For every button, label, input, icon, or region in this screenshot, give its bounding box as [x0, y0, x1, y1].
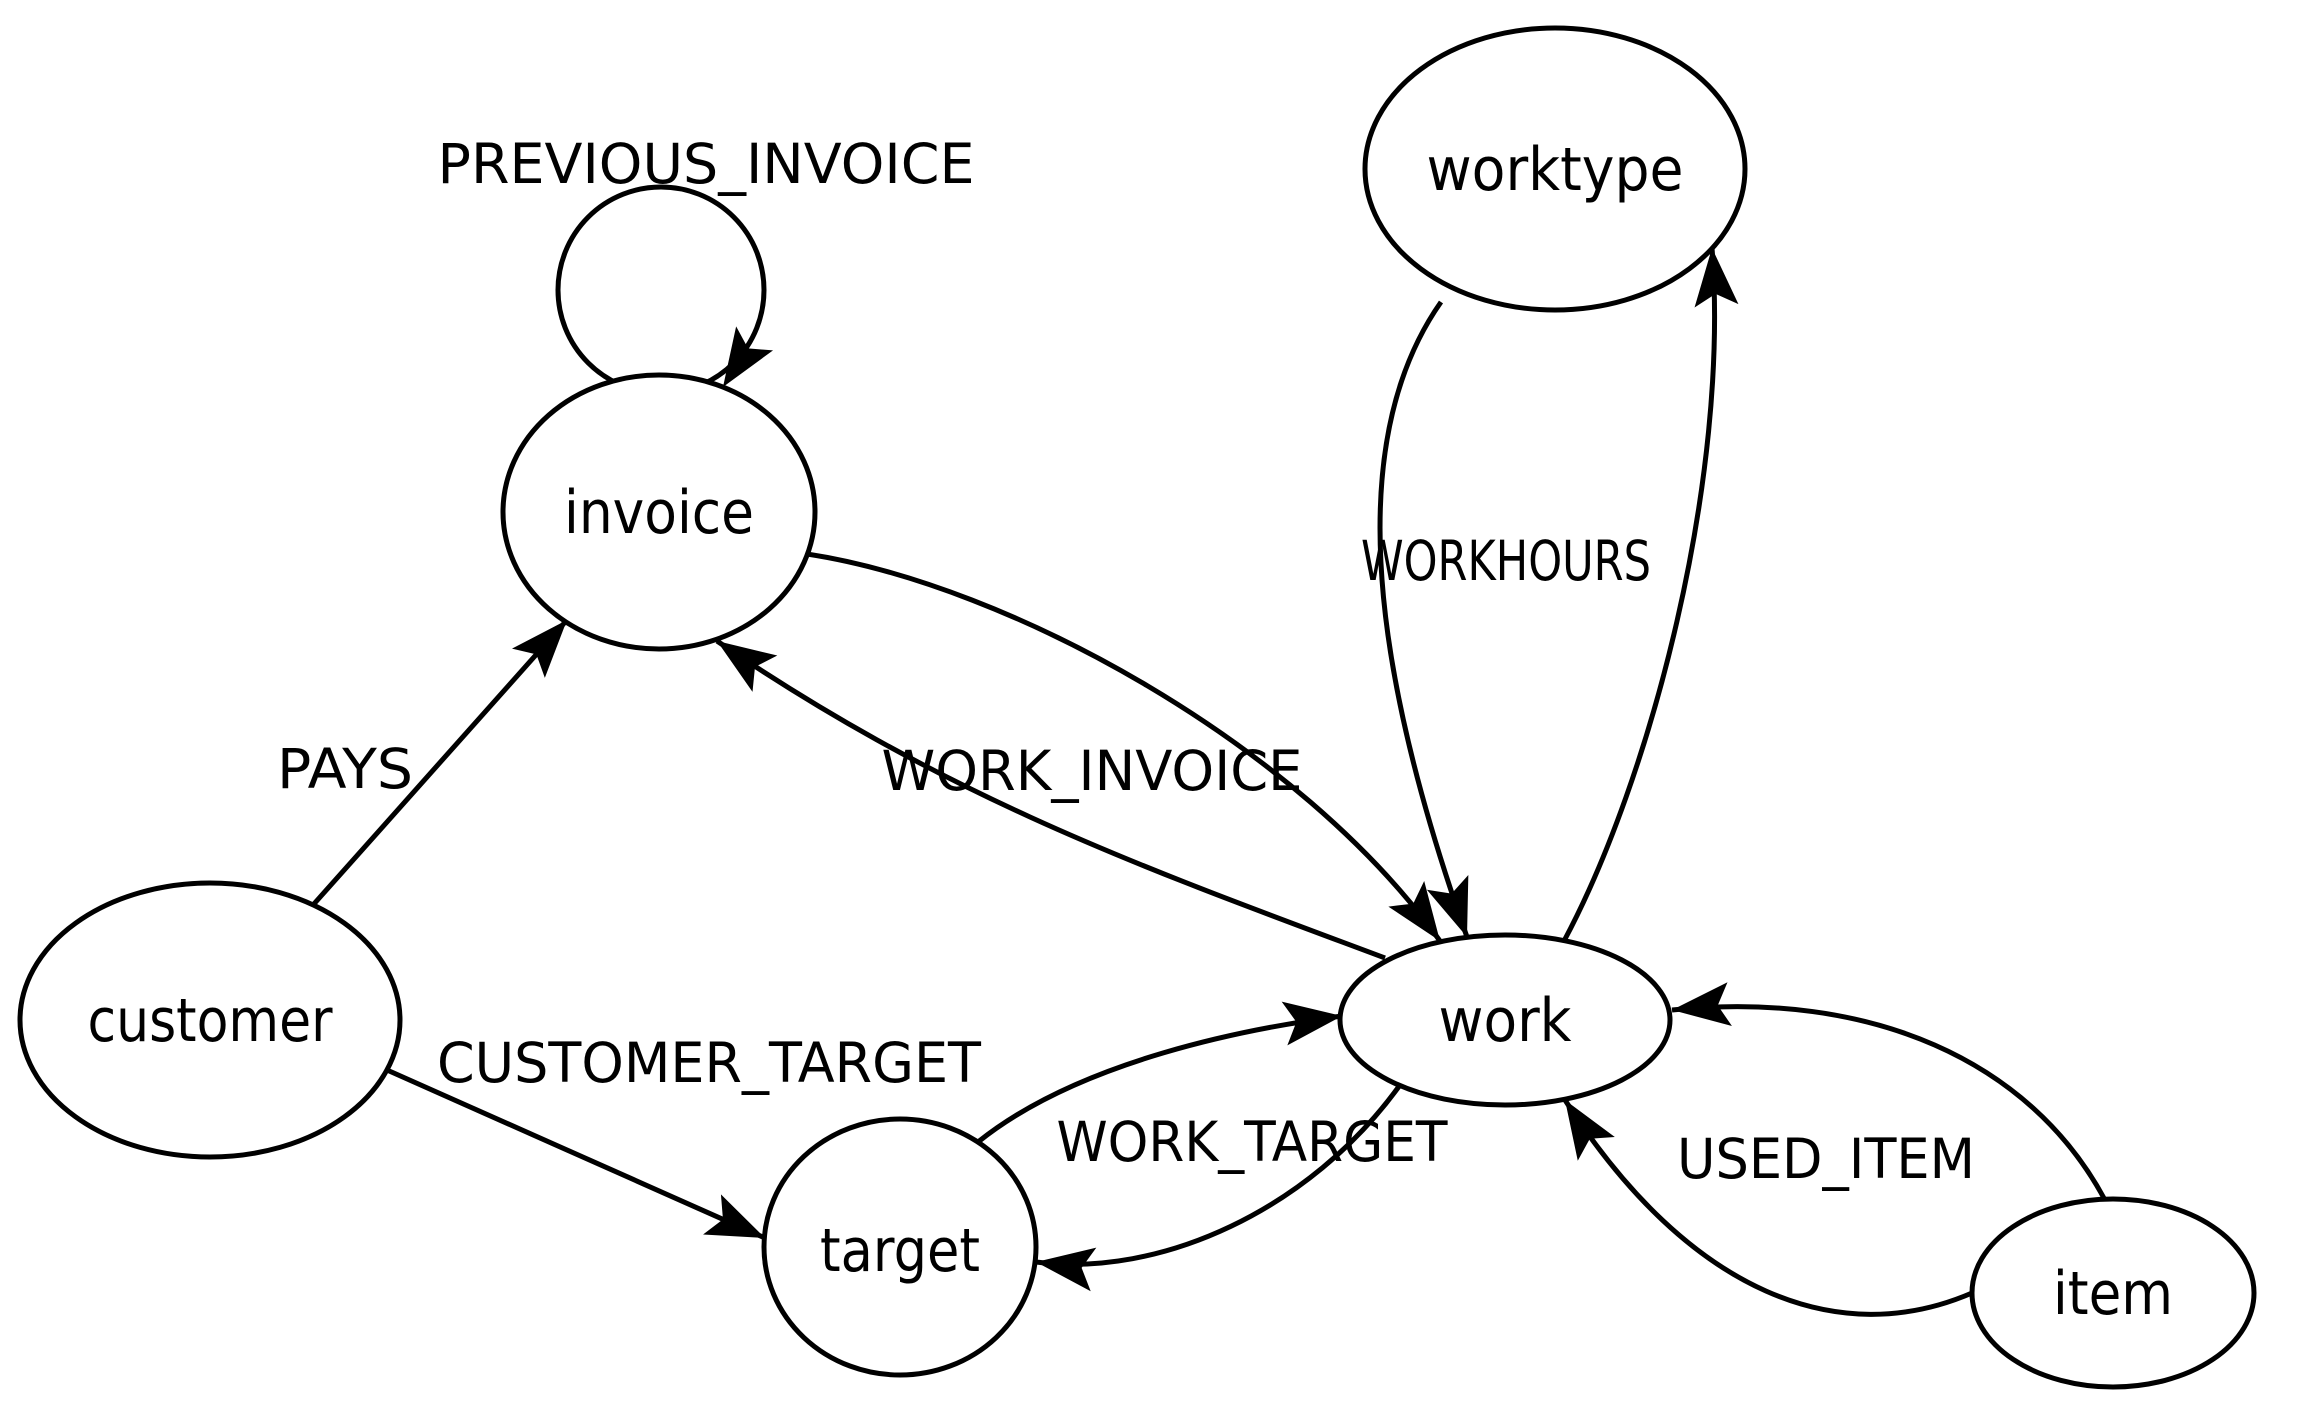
node-worktype-label: worktype: [1427, 135, 1684, 205]
node-item: [1969, 1196, 2257, 1390]
node-worktype: [1362, 25, 1748, 313]
edge-used-item-up: [1671, 982, 2108, 1202]
edge-used-item-label: USED_ITEM: [1677, 1127, 1975, 1191]
edge-workhours-down: [1377, 300, 1470, 938]
edge-work-target-up: [976, 1001, 1343, 1144]
node-target-label: target: [820, 1216, 980, 1286]
edge-previous-invoice-arrowhead: [723, 326, 774, 387]
edge-workhours-label: WORKHOURS: [1361, 529, 1651, 593]
node-customer: [17, 880, 403, 1160]
node-customer-label: customer: [88, 986, 333, 1056]
node-work-label: work: [1439, 986, 1572, 1056]
edge-work-invoice-label: WORK_INVOICE: [882, 739, 1303, 803]
node-invoice-label: invoice: [564, 478, 754, 548]
node-invoice: [500, 372, 818, 652]
edge-work-target-down: [1035, 1083, 1403, 1292]
node-item-label: item: [2053, 1259, 2173, 1329]
node-work: [1337, 932, 1673, 1108]
edge-used-item-down: [1562, 1098, 1973, 1317]
edge-customer-target: [385, 1067, 767, 1241]
node-target: [761, 1116, 1039, 1378]
edge-customer-target-label: CUSTOMER_TARGET: [437, 1031, 981, 1095]
edge-workhours-up: [1561, 247, 1739, 943]
edge-work-invoice-in: [715, 638, 1386, 961]
edge-pays-label: PAYS: [277, 737, 413, 801]
edge-work-target-label: WORK_TARGET: [1057, 1110, 1448, 1174]
edge-previous-invoice-label: PREVIOUS_INVOICE: [438, 132, 975, 196]
edge-pays: [311, 618, 569, 907]
edge-work-invoice-out: [806, 551, 1443, 943]
